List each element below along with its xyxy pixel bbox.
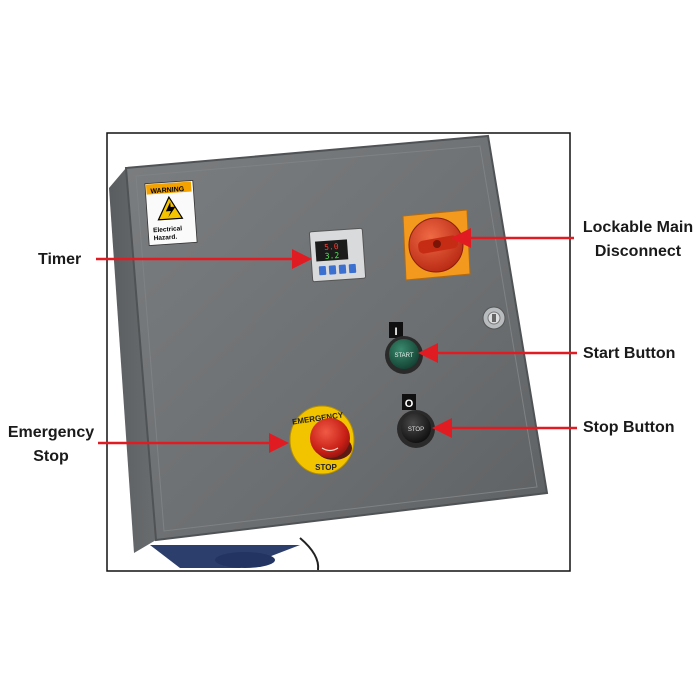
start-button[interactable] xyxy=(389,339,419,369)
timer-key-2[interactable] xyxy=(328,265,337,275)
stop-button-assembly: O STOP xyxy=(397,394,435,448)
enclosure-side xyxy=(109,168,156,553)
callout-stop-button-text: Stop Button xyxy=(583,419,675,436)
timer-unit: 5.0 3.2 xyxy=(308,227,367,283)
timer-display-row1: 5.0 xyxy=(324,242,339,252)
callout-start-button-text: Start Button xyxy=(583,345,676,362)
warning-label-header: WARNING xyxy=(150,186,185,195)
callout-emergency-stop-line1: Emergency xyxy=(7,424,95,441)
stop-arrowhead xyxy=(432,418,452,438)
start-legend-plate xyxy=(389,322,403,338)
timer-display-row2: 3.2 xyxy=(325,251,340,261)
start-button-text: START xyxy=(394,353,413,359)
emergency-stop-assembly: EMERGENCY STOP xyxy=(289,405,355,475)
callout-timer: Timer xyxy=(38,248,81,272)
stop-button[interactable] xyxy=(401,413,431,443)
stop-button-text: STOP xyxy=(408,427,424,433)
emergency-stop-button[interactable] xyxy=(310,418,350,458)
callout-main-disconnect-line1: Lockable Main xyxy=(582,219,694,236)
callout-main-disconnect-line2: Disconnect xyxy=(594,243,682,260)
estop-ring-bottom-text: STOP xyxy=(315,463,337,472)
timer-key-3[interactable] xyxy=(338,264,347,274)
callout-timer-text: Timer xyxy=(38,251,82,268)
callout-main-disconnect: Lockable Main Disconnect xyxy=(578,216,698,264)
warning-label: WARNING Electrical Hazard. xyxy=(144,179,198,247)
start-symbol: I xyxy=(394,326,397,338)
lock-icon[interactable] xyxy=(482,306,506,330)
callout-start-button: Start Button xyxy=(583,342,675,366)
warning-label-line1: Electrical xyxy=(153,225,183,234)
callout-arrows xyxy=(96,228,577,453)
callout-stop-button: Stop Button xyxy=(583,416,675,440)
start-arrowhead xyxy=(418,343,438,363)
warning-label-line2: Hazard. xyxy=(154,234,178,243)
main-disconnect-arrowhead xyxy=(451,228,471,248)
mounting-stand xyxy=(150,537,320,571)
callout-emergency-stop-line2: Stop xyxy=(33,448,69,465)
start-button-assembly: I START xyxy=(385,322,423,374)
stop-legend-plate xyxy=(402,394,416,410)
callout-emergency-stop: Emergency Stop xyxy=(3,421,99,469)
stop-symbol: O xyxy=(405,398,414,410)
timer-key-4[interactable] xyxy=(348,263,357,274)
estop-arrowhead xyxy=(269,433,289,453)
timer-key-1[interactable] xyxy=(318,265,327,276)
main-disconnect-switch[interactable] xyxy=(402,209,471,281)
timer-arrowhead xyxy=(292,249,312,269)
